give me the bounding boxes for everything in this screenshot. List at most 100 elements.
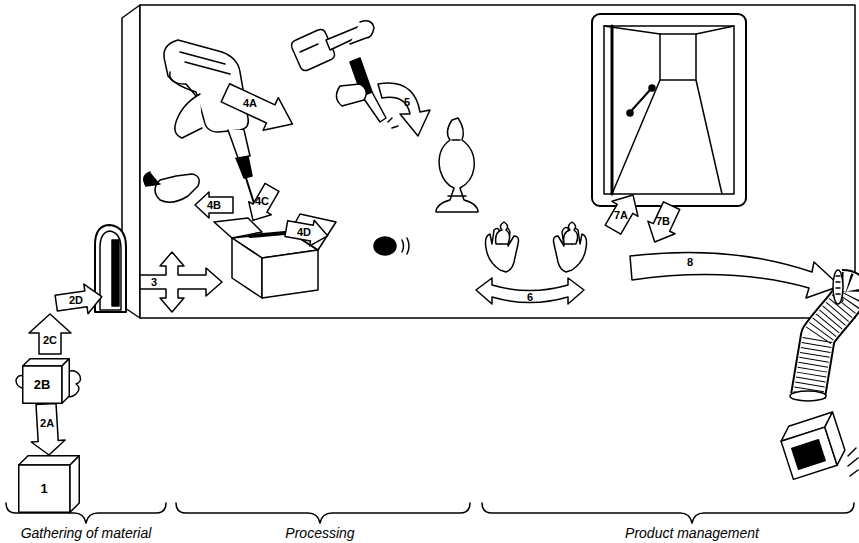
power-drill: [144, 172, 160, 186]
power-drill: [144, 40, 258, 216]
bracket: [6, 503, 854, 523]
outlet-pipe: [808, 287, 851, 396]
callout-number: 5: [404, 96, 410, 108]
cube-outline: [18, 455, 80, 513]
falling-box: [821, 412, 848, 465]
double-arrow: [476, 278, 584, 304]
screen: [649, 85, 655, 91]
block-arrow: [195, 192, 233, 218]
block-arrow: [641, 199, 685, 248]
cube-side: [62, 359, 69, 404]
block-arrow: [284, 216, 330, 249]
screen: [627, 110, 633, 116]
cube-front: [19, 465, 70, 512]
callout-number: 3: [151, 276, 157, 288]
screen: [604, 26, 734, 194]
outlet-pipe: [790, 270, 851, 401]
callout-number: 4B: [207, 199, 221, 211]
power-drill: [185, 62, 230, 74]
outlet-pipe: [790, 391, 826, 401]
chisel: [388, 118, 392, 122]
open-box: [232, 238, 262, 298]
vase: [436, 118, 478, 212]
cube-side: [70, 456, 79, 513]
hammer: [300, 44, 318, 52]
screen: [592, 14, 746, 206]
box-number: 1: [40, 482, 47, 496]
callout-number: 6: [527, 291, 533, 303]
block-arrow: [600, 187, 646, 237]
outlet-pipe: [836, 276, 840, 294]
bracket: [482, 503, 854, 523]
callout-number: 7B: [656, 215, 670, 227]
curved-arrow: [630, 252, 840, 298]
hammer: [350, 21, 374, 44]
chisel: [392, 126, 398, 128]
wall-panel: [140, 5, 855, 318]
falling-box: [792, 440, 825, 470]
section-caption: Processing: [285, 525, 354, 541]
screen: [660, 34, 696, 80]
cube-top: [19, 456, 80, 465]
curved-arrow: [378, 83, 430, 136]
power-drill: [228, 130, 250, 158]
block-arrow: [242, 181, 284, 227]
outlet-pipe: [808, 287, 851, 396]
ball: [402, 240, 404, 252]
wall-panel: [122, 5, 855, 318]
double-arrow: [476, 278, 584, 304]
vase: [452, 139, 460, 141]
hands: [564, 222, 578, 244]
four-way-arrow: [140, 252, 222, 312]
open-box: [262, 250, 318, 298]
box-node: 1: [18, 455, 80, 513]
entry-door: [100, 231, 121, 310]
box-face: 1: [18, 465, 70, 513]
block-arrow: [218, 76, 300, 140]
box-node: 2B: [22, 358, 70, 404]
block-arrow: [600, 187, 646, 237]
callout-number: 7A: [614, 209, 628, 221]
outlet-pipe: [833, 270, 843, 304]
power-drill: [175, 94, 202, 138]
block-arrow: [218, 76, 300, 140]
block-arrow: [284, 216, 330, 249]
chisel: [336, 84, 366, 106]
screen: [632, 90, 650, 110]
power-drill: [170, 72, 196, 96]
screen: [611, 26, 614, 194]
bracket: [176, 503, 470, 523]
hands: [486, 222, 587, 272]
ball: [374, 237, 409, 255]
box-face: 2B: [22, 366, 62, 404]
callout-number: 2C: [43, 334, 57, 346]
block-arrow: [54, 282, 104, 318]
ball: [374, 237, 396, 255]
vase: [436, 118, 478, 212]
callout-number: 2D: [69, 294, 83, 306]
block-arrow: [29, 314, 71, 354]
block-arrow: [195, 192, 233, 218]
block-arrow: [641, 199, 685, 248]
cube-front: [23, 366, 62, 403]
hammer: [292, 30, 335, 71]
box-number: 2B: [34, 378, 51, 392]
block-arrow: [242, 181, 284, 227]
curved-arrow: [630, 252, 840, 298]
motion-lines: [848, 448, 858, 476]
screen: [592, 14, 746, 206]
block-arrow: [29, 314, 71, 354]
screen: [604, 26, 734, 194]
hands: [496, 222, 510, 244]
section-caption: Gathering of material: [21, 525, 152, 541]
four-way-arrow: [140, 252, 222, 312]
motion-lines: [848, 448, 858, 476]
power-drill: [236, 156, 252, 178]
falling-box: [777, 412, 848, 479]
callout-number: 2A: [40, 417, 54, 429]
entry-door: [112, 240, 119, 306]
callout-number: 8: [687, 256, 693, 268]
